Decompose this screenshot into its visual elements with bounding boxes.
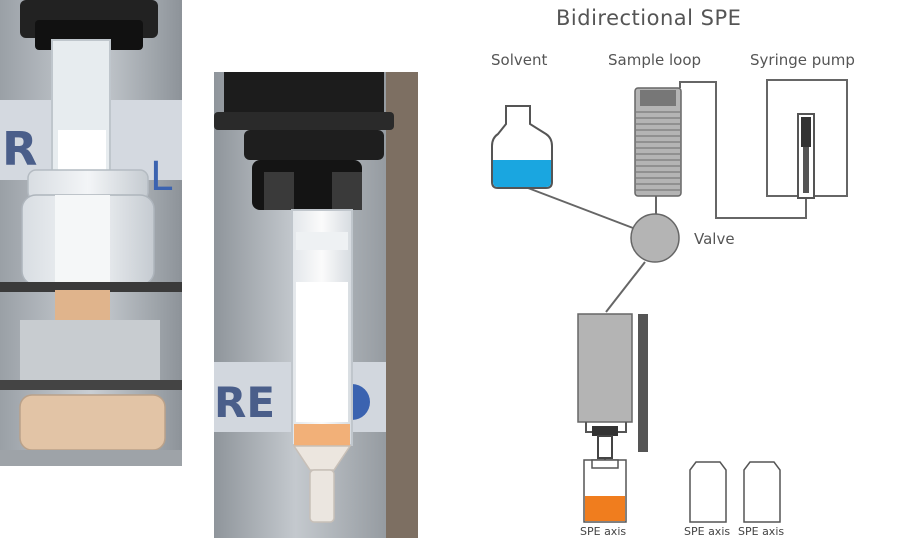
label-syringe-pump: Syringe pump	[750, 51, 855, 69]
diagram-title: Bidirectional SPE	[556, 6, 742, 30]
label-sample-loop: Sample loop	[608, 51, 702, 69]
collection-vial-1	[583, 459, 627, 523]
loop-to-pump-line	[679, 81, 807, 219]
collection-vial-3	[743, 461, 781, 523]
solvent-bottle	[491, 105, 553, 189]
spe-unit	[577, 313, 648, 474]
valve-to-spe-line	[605, 261, 646, 313]
label-valve: Valve	[694, 230, 735, 248]
photo-cartridge-in-vial: R L	[0, 0, 182, 466]
valve	[630, 213, 680, 263]
label-solvent: Solvent	[491, 51, 548, 69]
svg-text:L: L	[150, 154, 173, 200]
collection-vial-2	[689, 461, 727, 523]
svg-text:R: R	[2, 122, 37, 176]
sample-loop-coil	[634, 87, 682, 197]
bidirectional-spe-schematic	[491, 79, 848, 523]
photo-cartridge-closeup: RE	[214, 72, 418, 538]
label-spe-axis-1: SPE axis	[580, 525, 627, 538]
svg-text:RE: RE	[214, 378, 275, 427]
solvent-to-valve-line	[527, 187, 634, 229]
label-spe-axis-2: SPE axis	[684, 525, 731, 538]
syringe-pump	[766, 79, 848, 199]
label-spe-axis-3: SPE axis	[738, 525, 785, 538]
